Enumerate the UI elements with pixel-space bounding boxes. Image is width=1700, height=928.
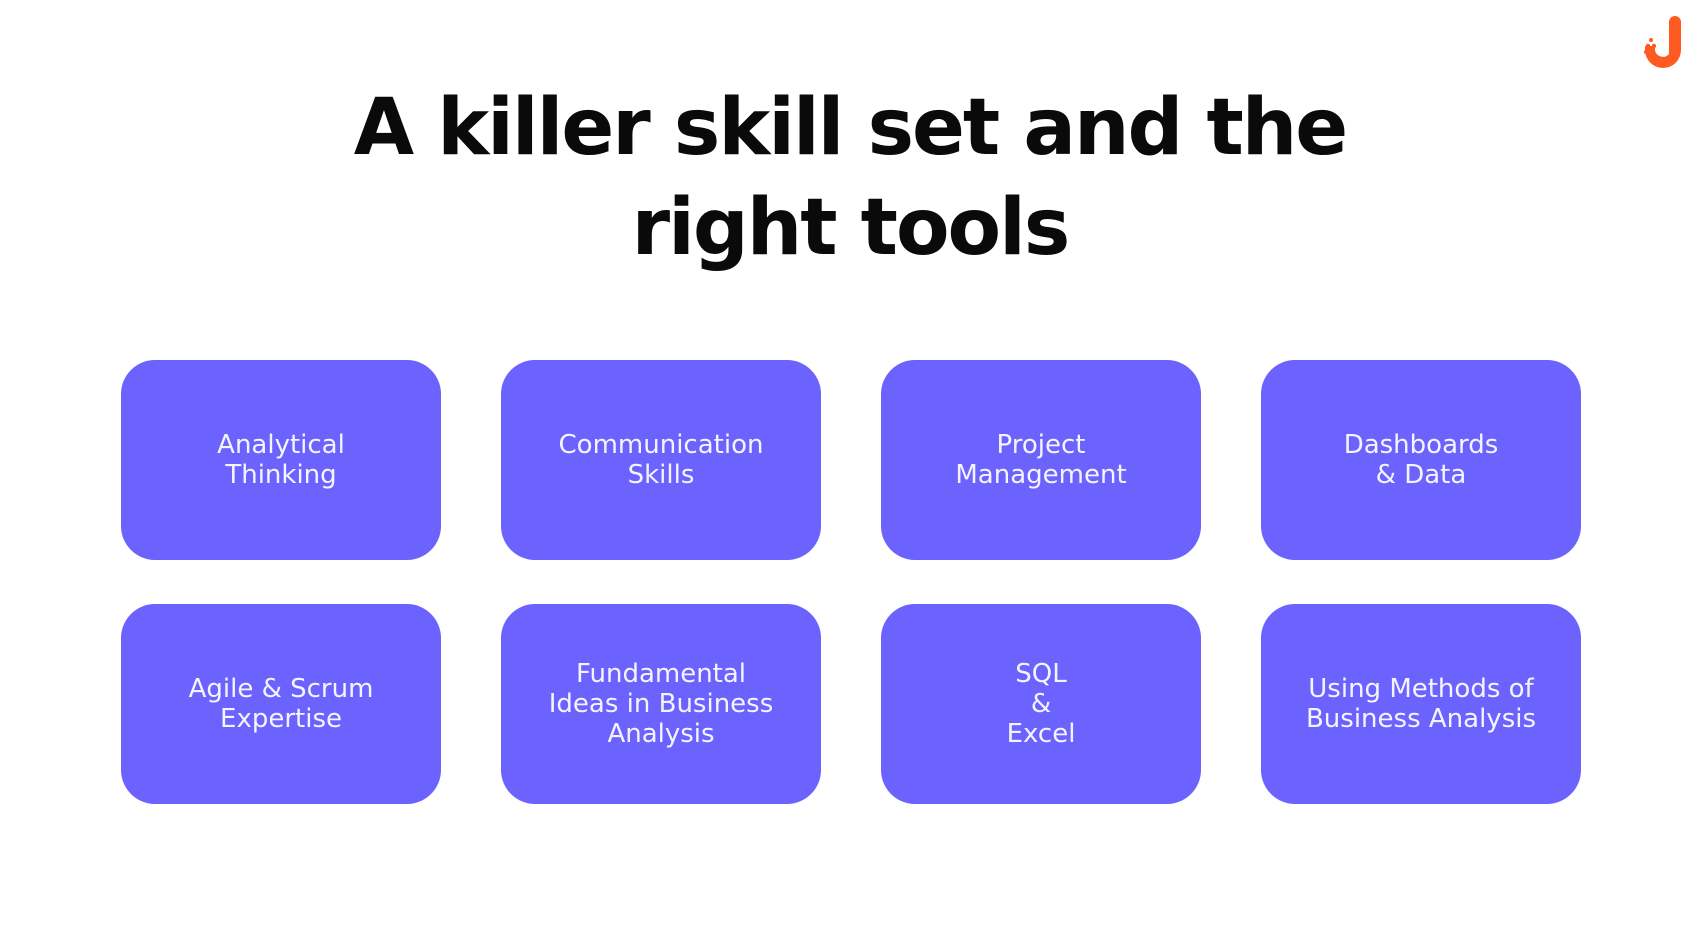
title-line-1: A killer skill set and the <box>353 83 1348 173</box>
skill-card-project-management: Project Management <box>881 360 1201 560</box>
skill-card-fundamental-ideas: Fundamental Ideas in Business Analysis <box>501 604 821 804</box>
skills-grid: Analytical Thinking Communication Skills… <box>121 360 1581 804</box>
skill-card-analytical-thinking: Analytical Thinking <box>121 360 441 560</box>
skill-card-communication-skills: Communication Skills <box>501 360 821 560</box>
skill-card-ba-methods: Using Methods of Business Analysis <box>1261 604 1581 804</box>
skill-card-sql-excel: SQL & Excel <box>881 604 1201 804</box>
skill-card-dashboards-data: Dashboards & Data <box>1261 360 1581 560</box>
skill-card-agile-scrum: Agile & Scrum Expertise <box>121 604 441 804</box>
page-title: A killer skill set and the right tools <box>0 78 1700 278</box>
brand-logo-icon <box>1643 16 1683 70</box>
title-line-2: right tools <box>631 183 1071 273</box>
